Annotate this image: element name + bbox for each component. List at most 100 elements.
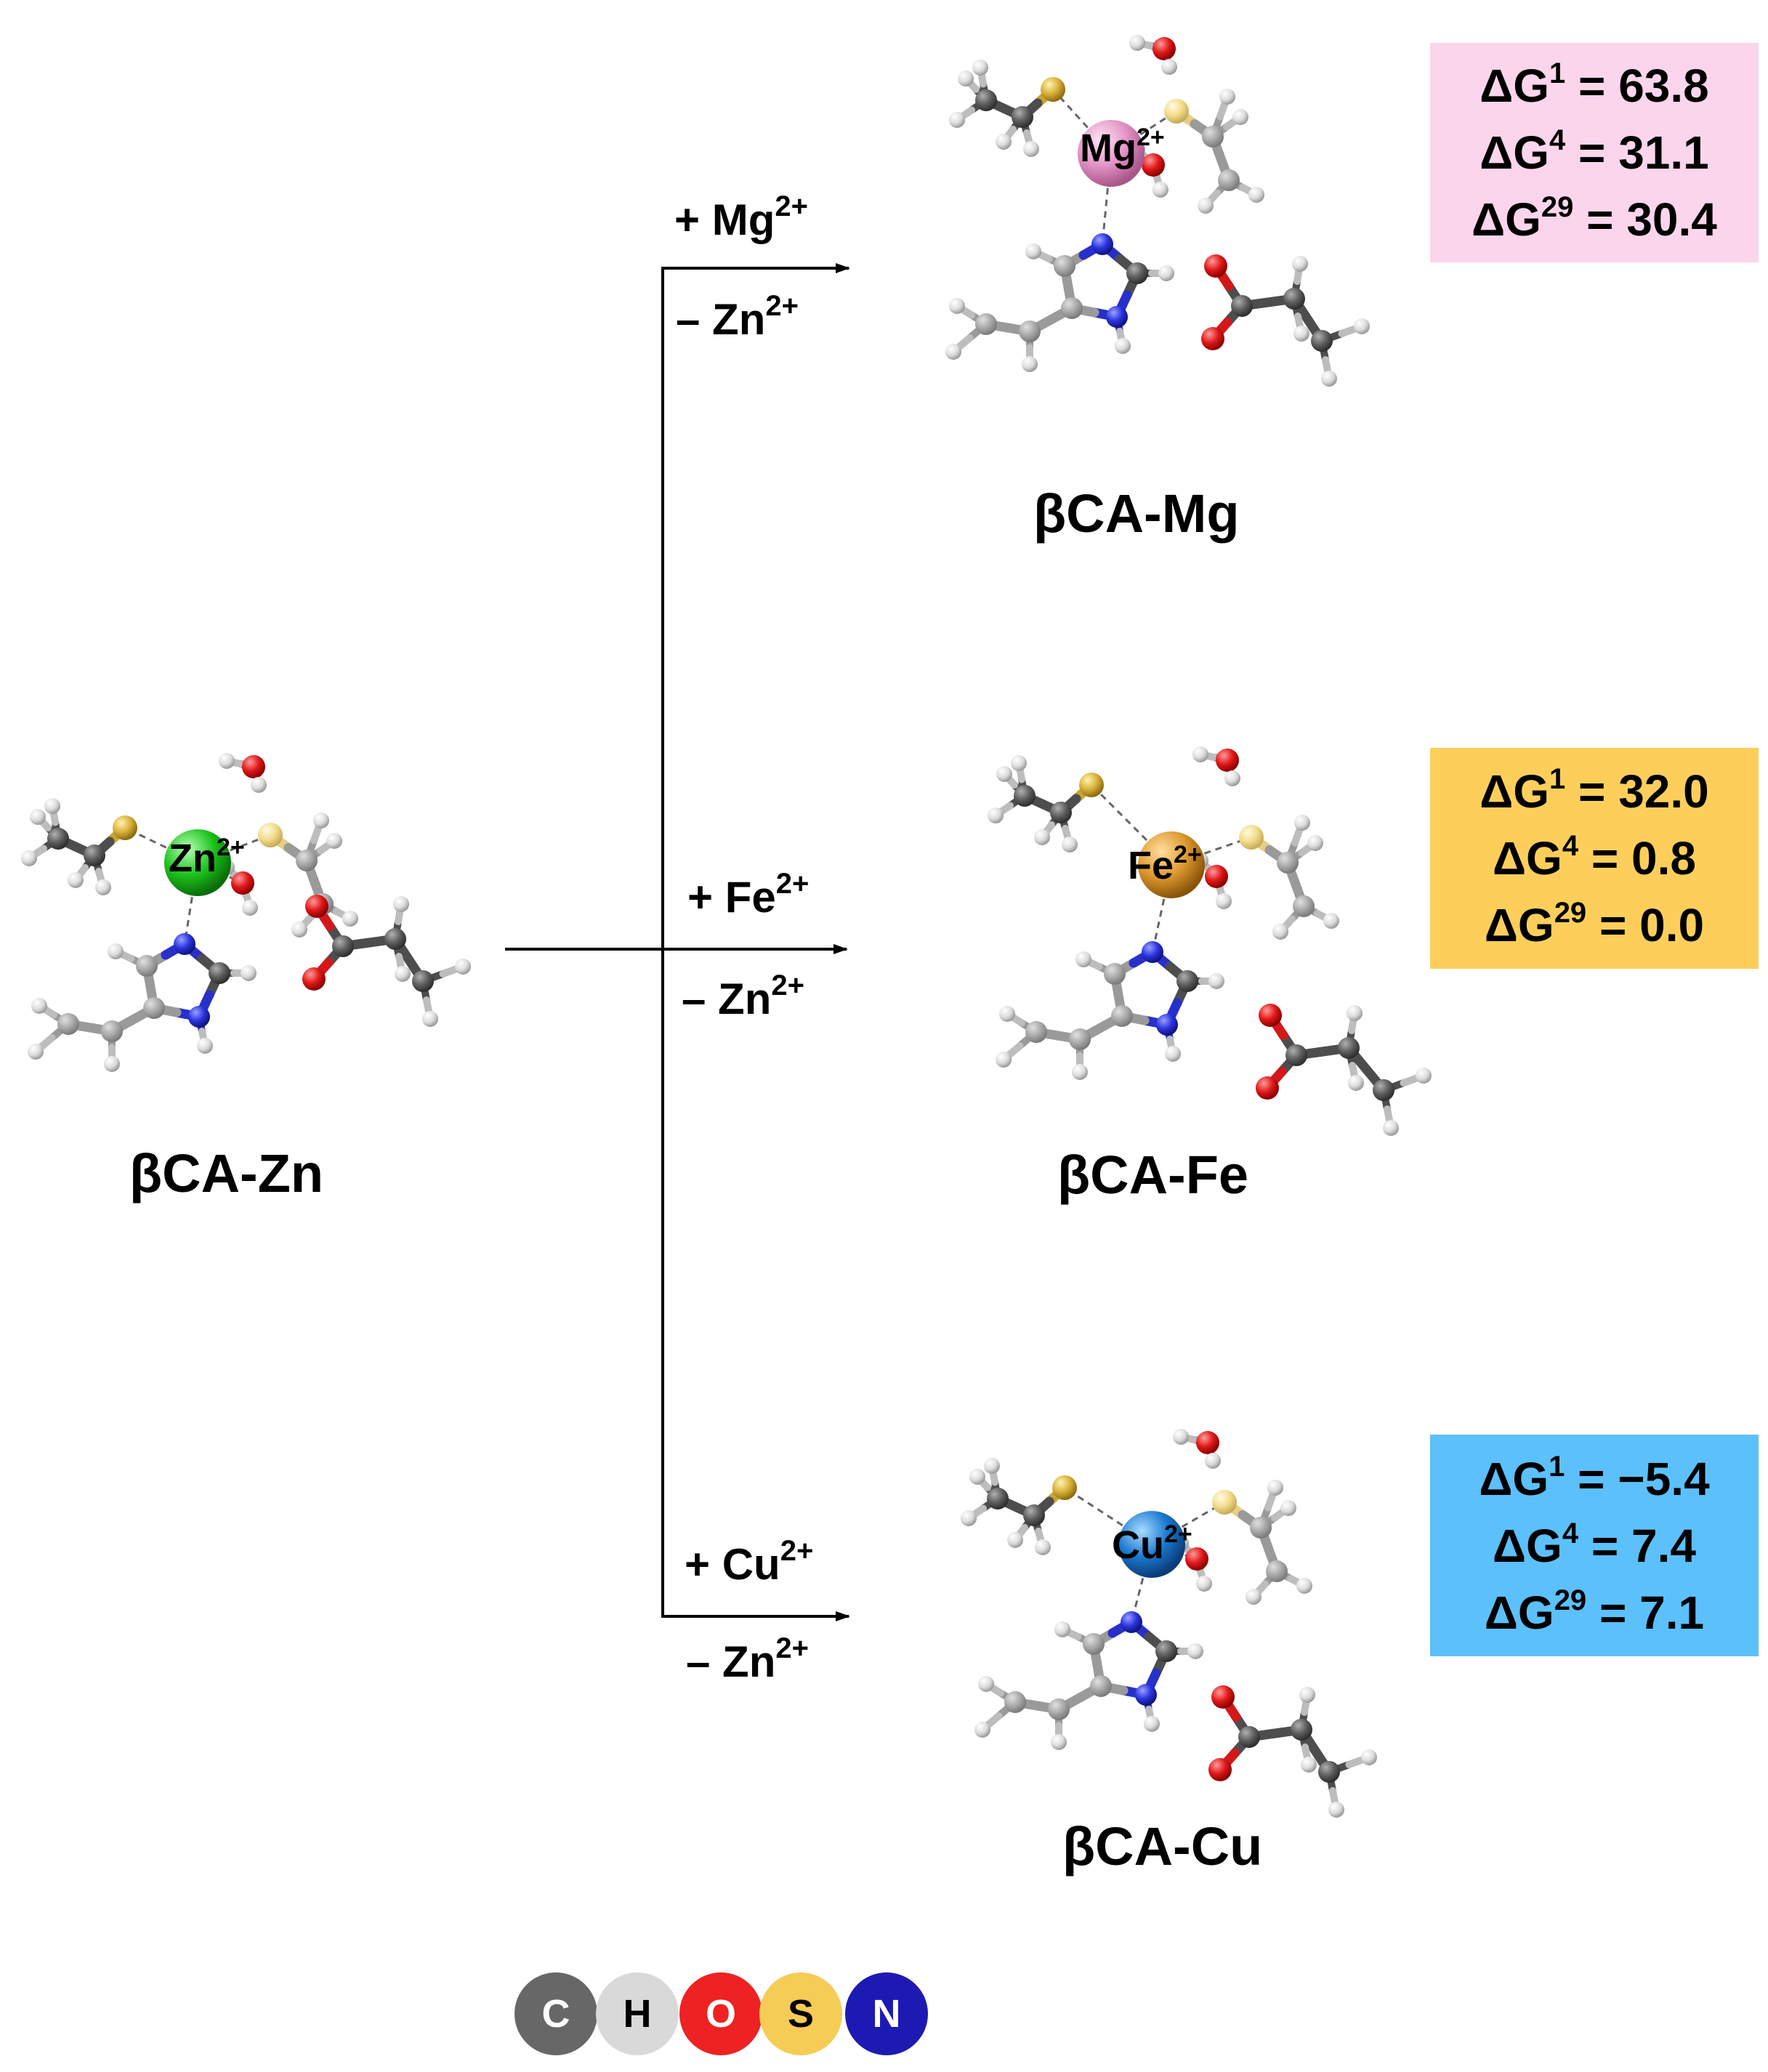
condition-add-cu: + Cu2+ [685, 1536, 813, 1589]
nitrogen-atom [188, 1006, 210, 1028]
species-label-mg: βCA-Mg [1033, 483, 1240, 544]
condition-sign: + [685, 1540, 722, 1589]
hydrogen-atom [251, 777, 267, 793]
hydrogen-atom [1296, 1578, 1312, 1594]
hydrogen-atom [342, 911, 358, 927]
energy-line: ΔG29 = 0.0 [1484, 897, 1705, 951]
condition-add-mg: + Mg2+ [674, 192, 808, 245]
hydrogen-atom [988, 807, 1004, 823]
energy-line: ΔG4 = 0.8 [1493, 830, 1696, 884]
condition-remove-zn-3: – Zn2+ [686, 1634, 809, 1687]
carbon-atom [296, 850, 318, 871]
iron-ion [1138, 831, 1205, 898]
hydrogen-atom [197, 1038, 213, 1054]
oxygen-atom [242, 755, 265, 778]
molecule-mg [945, 35, 1370, 387]
carbon-atom [143, 997, 165, 1019]
hydrogen-atom [1035, 1539, 1051, 1555]
carbon-atom [1266, 1560, 1288, 1582]
sulfur-atom [1164, 99, 1189, 124]
carbon-atom [1176, 970, 1198, 992]
carbon-atom [1293, 895, 1315, 917]
hydrogen-atom [30, 809, 46, 825]
energy-box-mg: ΔG1 = 63.8 ΔG4 = 31.1 ΔG29 = 30.4 [1430, 43, 1759, 262]
zinc-ion [164, 829, 231, 896]
hydrogen-atom [28, 1044, 44, 1060]
hydrogen-atom [1023, 141, 1039, 157]
hydrogen-atom [95, 879, 111, 895]
sulfur-atom [1212, 1490, 1237, 1515]
hydrogen-atom [1187, 1643, 1203, 1659]
carbon-atom [1069, 1028, 1091, 1050]
oxygen-atom [305, 895, 328, 918]
hydrogen-atom [1216, 893, 1232, 909]
carbon-atom [1238, 1726, 1260, 1748]
hydrogen-atom [1054, 1621, 1070, 1637]
carbon-atom [57, 1013, 79, 1035]
nitrogen-atom [1142, 941, 1163, 963]
hydrogen-atom [996, 1052, 1012, 1068]
energy-line: ΔG29 = 7.1 [1484, 1584, 1705, 1639]
carbon-atom [1023, 1504, 1045, 1526]
oxygen-atom [1259, 1004, 1282, 1027]
legend-nitrogen: N [845, 1972, 928, 2055]
hydrogen-atom [422, 1011, 438, 1027]
zn-ion-charge: 2+ [216, 834, 245, 861]
hydrogen-atom [1246, 1589, 1262, 1605]
carbon-atom [332, 935, 354, 957]
fe-ion-label: Fe2+ [1128, 842, 1202, 888]
hydrogen-atom [1383, 1120, 1399, 1136]
condition-charge: 2+ [775, 868, 810, 900]
hydrogen-atom [1075, 951, 1091, 967]
hydrogen-atom [949, 112, 965, 128]
hydrogen-atom [1062, 837, 1078, 852]
oxygen-atom [231, 871, 254, 895]
hydrogen-atom [1158, 265, 1174, 281]
legend-sulfur-label: S [787, 1992, 815, 2036]
carbon-atom [1338, 1037, 1360, 1059]
hydrogen-atom [1034, 829, 1050, 845]
hydrogen-atom [1165, 1046, 1181, 1062]
carbon-atom [1373, 1079, 1394, 1101]
species-label-zn: βCA-Zn [129, 1143, 324, 1204]
carbon-atom [1202, 126, 1224, 148]
carbon-atom [1318, 1761, 1340, 1783]
carbon-atom [1283, 288, 1305, 310]
hydrogen-atom [1072, 1064, 1088, 1080]
legend-oxygen-label: O [705, 1992, 736, 2036]
hydrogen-atom [996, 766, 1012, 782]
sulfur-atom [1239, 825, 1264, 850]
nitrogen-atom [1091, 233, 1113, 255]
hydrogen-atom [1361, 1749, 1377, 1765]
molecule-cu [961, 1429, 1377, 1818]
carbon-atom [1090, 1675, 1112, 1697]
hydrogen-atom [1248, 187, 1264, 203]
oxygen-atom [1185, 1547, 1208, 1571]
carbon-atom [1048, 1698, 1070, 1720]
mg-ion-label: Mg2+ [1080, 125, 1165, 171]
condition-charge: 2+ [780, 1535, 814, 1567]
hydrogen-atom [969, 1469, 985, 1485]
nitrogen-atom [1135, 1684, 1157, 1706]
hydrogen-atom [1051, 1734, 1067, 1750]
hydrogen-atom [1161, 59, 1177, 75]
zn-ion-label: Zn2+ [169, 834, 245, 881]
condition-sign: – [676, 295, 713, 344]
carbon-atom [1004, 1691, 1026, 1713]
hydrogen-atom [999, 1006, 1015, 1022]
condition-sign: + [674, 195, 712, 244]
hydrogen-atom [1025, 243, 1041, 259]
hydrogen-atom [31, 998, 47, 1014]
legend-nitrogen-label: N [872, 1992, 901, 2036]
cu-ion-symbol: Cu [1112, 1523, 1164, 1567]
hydrogen-atom [974, 1722, 990, 1738]
zn-ion-symbol: Zn [169, 837, 217, 880]
oxygen-atom [1211, 1685, 1235, 1709]
energy-line: ΔG4 = 31.1 [1480, 124, 1709, 179]
hydrogen-atom [972, 60, 988, 76]
carbon-atom [1311, 330, 1333, 352]
magnesium-ion [1078, 120, 1145, 187]
oxygen-atom [1205, 865, 1228, 888]
carbon-atom [975, 89, 997, 111]
